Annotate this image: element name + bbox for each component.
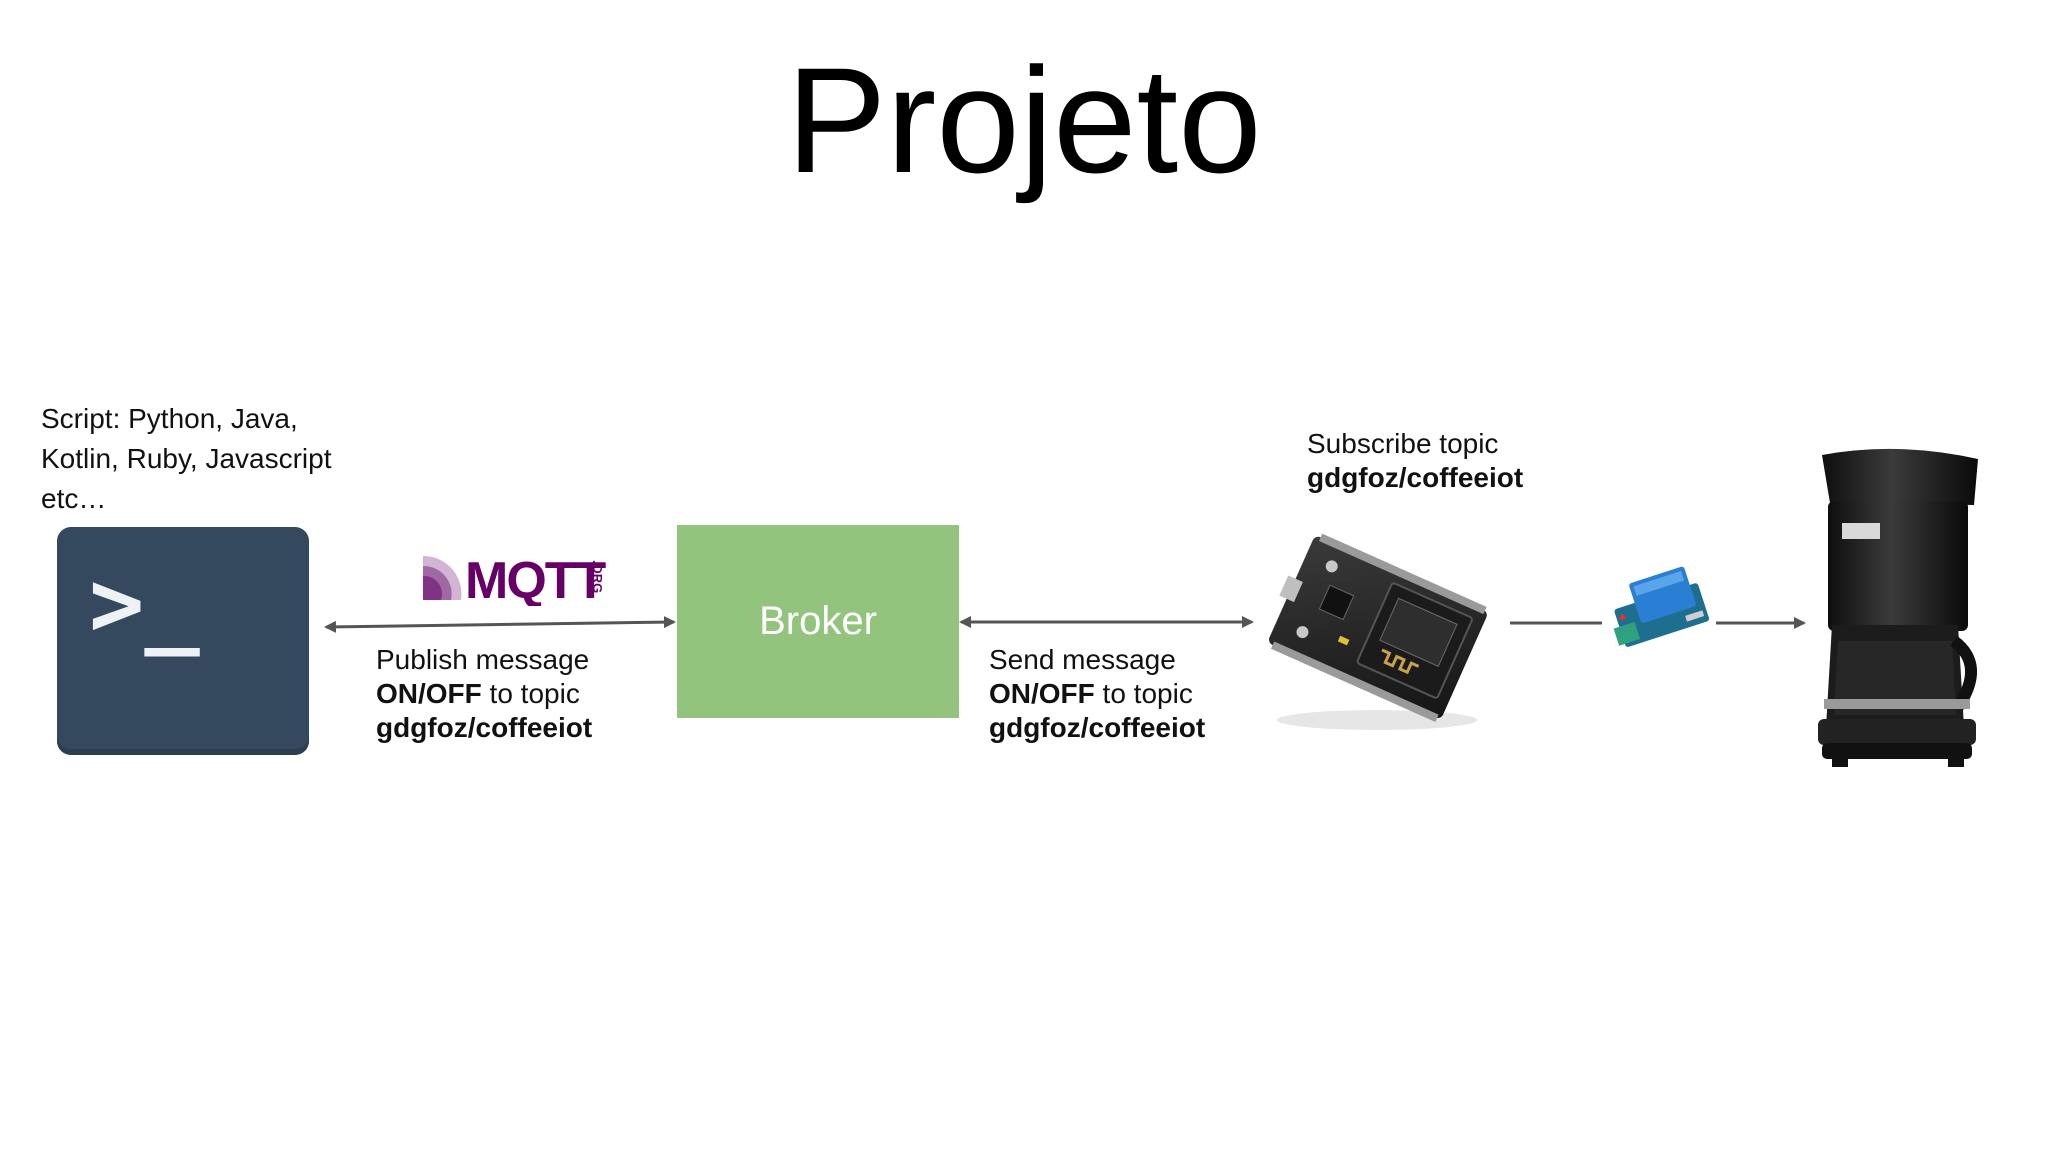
client-broker-arrow: [324, 616, 676, 633]
send-line2: ON/OFF to topic: [989, 677, 1205, 711]
subscribe-topic-name: gdgfoz/coffeeiot: [1307, 462, 1524, 493]
relay-module-image: [1598, 560, 1718, 665]
broker-label: Broker: [759, 599, 877, 643]
publish-onoff: ON/OFF: [376, 678, 482, 709]
publish-topic: gdgfoz/coffeeiot: [376, 711, 592, 745]
publish-topic-name: gdgfoz/coffeeiot: [376, 712, 593, 743]
subscribe-topic: gdgfoz/coffeeiot: [1307, 461, 1523, 495]
terminal-prompt: >_: [89, 550, 200, 657]
publish-line2: ON/OFF to topic: [376, 677, 592, 711]
send-line1: Send message: [989, 644, 1176, 675]
subscribe-label: Subscribe topic gdgfoz/coffeeiot: [1307, 427, 1523, 495]
send-onoff: ON/OFF: [989, 678, 1095, 709]
subscribe-line1: Subscribe topic: [1307, 428, 1499, 459]
mqtt-logo: MQTT .ORG: [421, 548, 609, 611]
terminal-icon: >_: [57, 527, 309, 755]
broker-box: Broker: [677, 525, 959, 718]
send-label: Send message ON/OFF to topic gdgfoz/coff…: [989, 643, 1205, 745]
esp8266-board-image: [1255, 520, 1500, 740]
publish-label: Publish message ON/OFF to topic gdgfoz/c…: [376, 643, 592, 745]
publish-to-topic: to topic: [481, 678, 580, 709]
send-topic: gdgfoz/coffeeiot: [989, 711, 1205, 745]
mqtt-logo-text: MQTT: [465, 552, 606, 606]
send-to-topic: to topic: [1094, 678, 1193, 709]
mqtt-logo-suffix: .ORG: [590, 560, 605, 593]
script-label: Script: Python, Java, Kotlin, Ruby, Java…: [41, 403, 332, 514]
publish-line1: Publish message: [376, 644, 590, 675]
coffee-maker-image: [1808, 445, 1988, 780]
slide-title: Projeto: [786, 36, 1262, 204]
send-topic-name: gdgfoz/coffeeiot: [989, 712, 1206, 743]
